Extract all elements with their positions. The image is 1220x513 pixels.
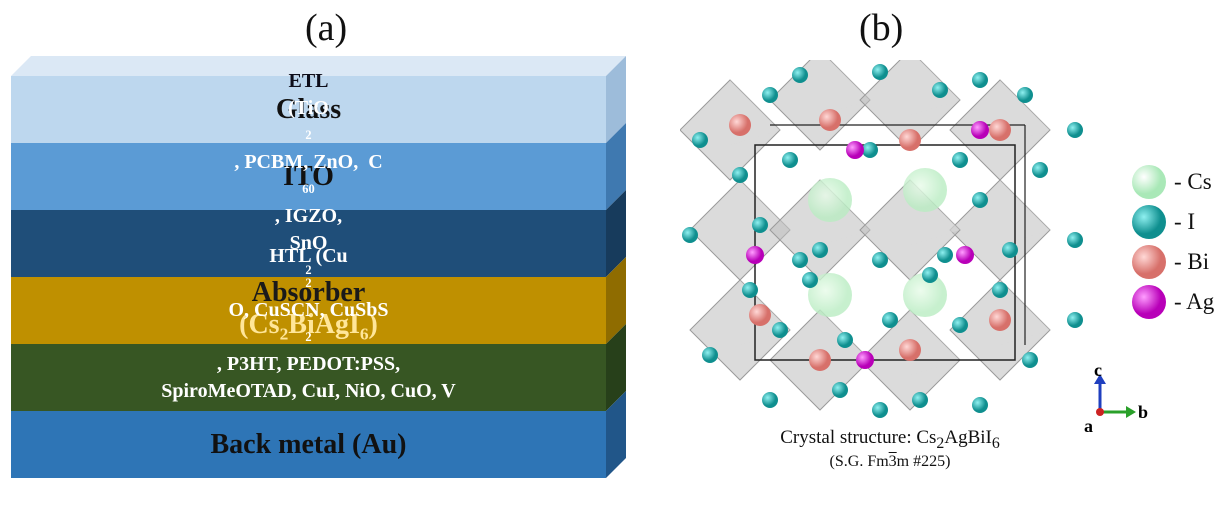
i-atom [752,217,768,233]
i-atom [802,272,818,288]
cs-atom [903,168,947,212]
ag-atom [856,351,874,369]
i-atom [862,142,878,158]
legend-label: - Ag [1174,289,1215,314]
bi-atom [989,309,1011,331]
i-atom [762,392,778,408]
bi-atom [899,129,921,151]
bi-atom [809,349,831,371]
i-atom [922,267,938,283]
i-atom [772,322,788,338]
caption-space-group: (S.G. Fm3m #225) [829,453,951,470]
ag-atom [746,246,764,264]
cs-atom [808,273,852,317]
i-atom [692,132,708,148]
i-atom [952,152,968,168]
i-atom-icon [1132,205,1166,239]
i-atom [992,282,1008,298]
i-atom [1067,122,1083,138]
i-atom [972,397,988,413]
axis-b-label: b [1138,402,1149,422]
ag-atom [956,246,974,264]
panel-label-b: (b) [859,7,904,49]
i-atom [872,64,888,80]
layer-ito: ITO [11,143,606,210]
bi-atom-icon [1132,245,1166,279]
i-atom [792,67,808,83]
layer-back-metal: Back metal (Au) [11,411,606,478]
i-atom [972,192,988,208]
bi-atom [819,109,841,131]
i-atom [937,247,953,263]
axis-c-label: c [1094,360,1102,380]
i-atom [762,87,778,103]
axis-a-label: a [1084,416,1093,436]
i-atom [972,72,988,88]
i-atom [912,392,928,408]
i-atom [1032,162,1048,178]
i-atom [1067,312,1083,328]
legend-label: - I [1174,209,1196,234]
i-atom [872,402,888,418]
i-atom [882,312,898,328]
i-atom [792,252,808,268]
i-atom [837,332,853,348]
cs-atom [808,178,852,222]
layer-glass: Glass [11,76,606,143]
legend-cs: - Cs [1130,163,1212,201]
i-atom [742,282,758,298]
i-atom [1002,242,1018,258]
i-atom [812,242,828,258]
caption-structure: Crystal structure: Cs2AgBiI6 [780,427,1000,452]
i-atom [702,347,718,363]
octahedron-face [1000,80,1050,145]
i-atom [932,82,948,98]
bi-atom [989,119,1011,141]
ag-atom [846,141,864,159]
bi-atom [899,339,921,361]
crystal-structure-diagram [680,60,1083,418]
i-atom [782,152,798,168]
legend-label: - Cs [1174,169,1212,194]
i-atom [682,227,698,243]
octahedron-face [910,310,960,375]
axis-triad [1094,374,1136,418]
layer-absorber: Absorber(Cs2BiAgI6) [11,277,606,344]
cs-atom-icon [1132,165,1166,199]
i-atom [1022,352,1038,368]
i-atom [872,252,888,268]
i-atom [952,317,968,333]
ag-atom-icon [1132,285,1166,319]
ag-atom [971,121,989,139]
i-atom [1067,232,1083,248]
i-atom [1017,87,1033,103]
legend-ag: - Ag [1130,283,1214,321]
i-atom [832,382,848,398]
panel-label-a: (a) [305,7,348,49]
bi-atom [729,114,751,136]
legend-i: - I [1130,203,1195,241]
stack-3d-side [11,56,626,478]
device-layer-stack: Glass ITO ETL (TiO2, PCBM, ZnO, C60, IGZ… [0,0,640,510]
legend-bi: - Bi [1130,243,1209,281]
legend-label: - Bi [1174,249,1210,274]
i-atom [732,167,748,183]
octahedron-face [820,60,870,115]
bi-atom [749,304,771,326]
cs-atom [903,273,947,317]
layer-htl: HTL (Cu2O, CuSCN, CuSbS2, P3HT, PEDOT:PS… [11,245,606,510]
